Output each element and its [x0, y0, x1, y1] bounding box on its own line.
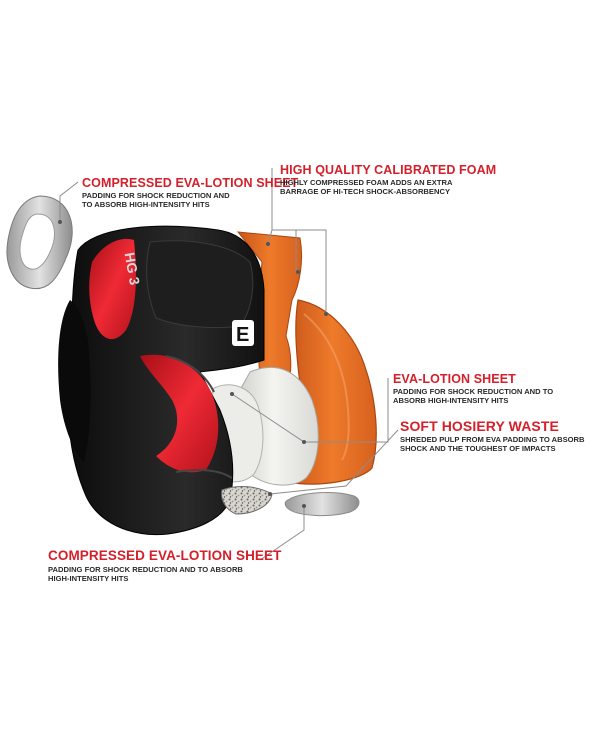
callout-text: SHREDED PULP FROM EVA PADDING TO ABSORB … [400, 435, 585, 453]
callout-soft-hosiery: SOFT HOSIERY WASTE SHREDED PULP FROM EVA… [400, 418, 585, 453]
callout-title: HIGH QUALITY CALIBRATED FOAM [280, 163, 497, 177]
callout-compressed-eva-bottom: COMPRESSED EVA-LOTION SHEET PADDING FOR … [48, 548, 281, 583]
callout-title: COMPRESSED EVA-LOTION SHEET [48, 548, 282, 563]
brand-logo-icon: E [232, 320, 254, 346]
top-eva-ring-pad [6, 195, 73, 290]
callout-text: HIGHLY COMPRESSED FOAM ADDS AN EXTRA BAR… [280, 178, 453, 196]
callout-calibrated-foam: HIGH QUALITY CALIBRATED FOAM HIGHLY COMP… [280, 163, 496, 196]
callout-title: EVA-LOTION SHEET [393, 372, 516, 386]
callout-eva-lotion: EVA-LOTION SHEET PADDING FOR SHOCK REDUC… [393, 372, 553, 405]
callout-text: PADDING FOR SHOCK REDUCTION AND TO ABSOR… [393, 387, 554, 405]
leader-compressed-top [59, 181, 79, 222]
leader-eva-lotion [231, 378, 389, 443]
bottom-eva-pad [284, 492, 360, 517]
callout-text: PADDING FOR SHOCK REDUCTION AND TO ABSOR… [82, 191, 230, 209]
callout-title: SOFT HOSIERY WASTE [400, 418, 559, 434]
leader-compressed-bottom [259, 506, 305, 561]
leader-lines [58, 168, 399, 561]
leader-soft-hosiery [269, 429, 399, 495]
brand-mark: E [236, 324, 249, 346]
headgear-shell: HG 3 E [58, 225, 273, 536]
callout-text: PADDING FOR SHOCK REDUCTION AND TO ABSOR… [48, 565, 243, 583]
callout-title: COMPRESSED EVA-LOTION SHEET [82, 176, 299, 190]
callout-compressed-eva-top: COMPRESSED EVA-LOTION SHEET PADDING FOR … [82, 176, 298, 209]
leader-foam-b [272, 229, 327, 314]
model-mark: HG 3 [122, 251, 143, 286]
